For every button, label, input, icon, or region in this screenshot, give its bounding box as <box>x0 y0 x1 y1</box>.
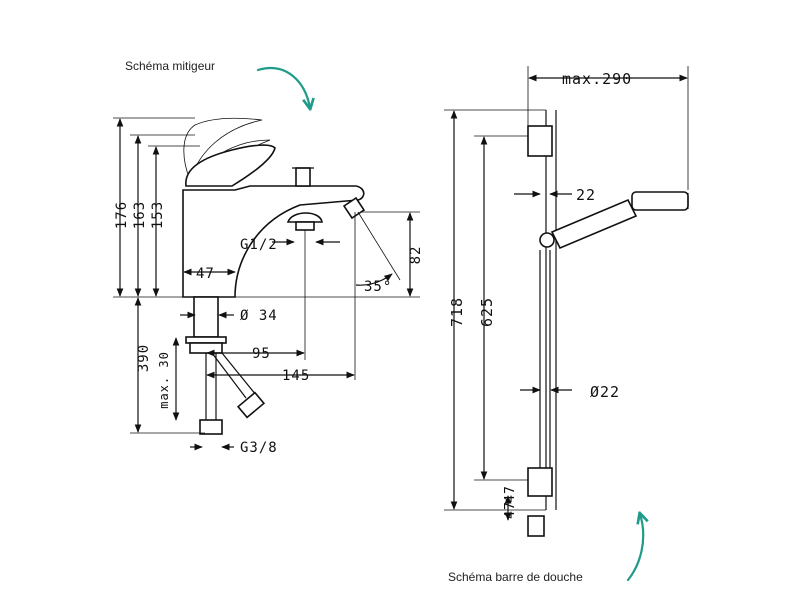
bar-caption-arrow <box>626 514 643 582</box>
hose-fitting-right <box>236 391 266 419</box>
mixer-drawing: 176 163 153 47 G1/2 82 35° Ø 34 95 14 <box>113 117 424 456</box>
hand-shower-head <box>631 191 689 211</box>
dim-label-47: 47 <box>196 266 215 282</box>
hand-shower-handle <box>550 198 638 250</box>
dim-label-dia22: Ø22 <box>590 383 620 401</box>
mounting-washer <box>185 336 227 344</box>
dim-label-22: 22 <box>576 186 596 204</box>
mixer-lever <box>185 144 276 187</box>
top-bracket <box>527 125 553 157</box>
mounting-shank <box>193 296 219 338</box>
dim-label-95: 95 <box>252 346 271 362</box>
bar-caption: Schéma barre de douche <box>448 570 583 584</box>
dim-label-47-bottom-second: 47 <box>503 501 518 519</box>
dim-label-82: 82 <box>408 246 424 265</box>
hose-connector <box>286 212 323 223</box>
angle-arc <box>355 273 393 286</box>
angle-guide <box>357 211 401 281</box>
hose-fitting-left <box>199 419 223 435</box>
dim-label-290: max.290 <box>562 70 632 88</box>
mounting-nut <box>189 342 223 354</box>
mixer-caption: Schéma mitigeur <box>125 59 215 73</box>
dim-label-390: 390 <box>136 344 152 372</box>
bottom-bracket <box>527 467 553 497</box>
slider-rail <box>539 250 551 468</box>
dim-label-145: 145 <box>282 368 310 384</box>
dim-label-thread-top: G1/2 <box>240 237 278 253</box>
dim-label-angle: 35° <box>364 279 392 295</box>
dim-label-625: 625 <box>478 297 496 327</box>
dim-label-dia34: Ø 34 <box>240 308 278 324</box>
hose-nozzle <box>527 515 545 537</box>
dim-label-718: 718 <box>448 297 466 327</box>
slider-knob <box>539 232 555 248</box>
hose-nut <box>295 221 315 231</box>
diverter-knob <box>295 167 311 187</box>
dim-label-163: 163 <box>132 201 148 229</box>
dim-label-176: 176 <box>114 201 130 229</box>
lever-ghost <box>183 117 263 182</box>
dim-label-thread-bottom: G3/8 <box>240 440 278 456</box>
dim-label-max30: max. 30 <box>157 351 171 409</box>
mixer-caption-arrow <box>256 67 310 108</box>
supply-hose-left <box>205 353 217 420</box>
shower-bar-drawing: max.290 22 718 625 Ø22 47 47 <box>444 66 689 537</box>
dim-label-153: 153 <box>150 201 166 229</box>
dim-label-47-bottom: 47 <box>503 485 518 503</box>
